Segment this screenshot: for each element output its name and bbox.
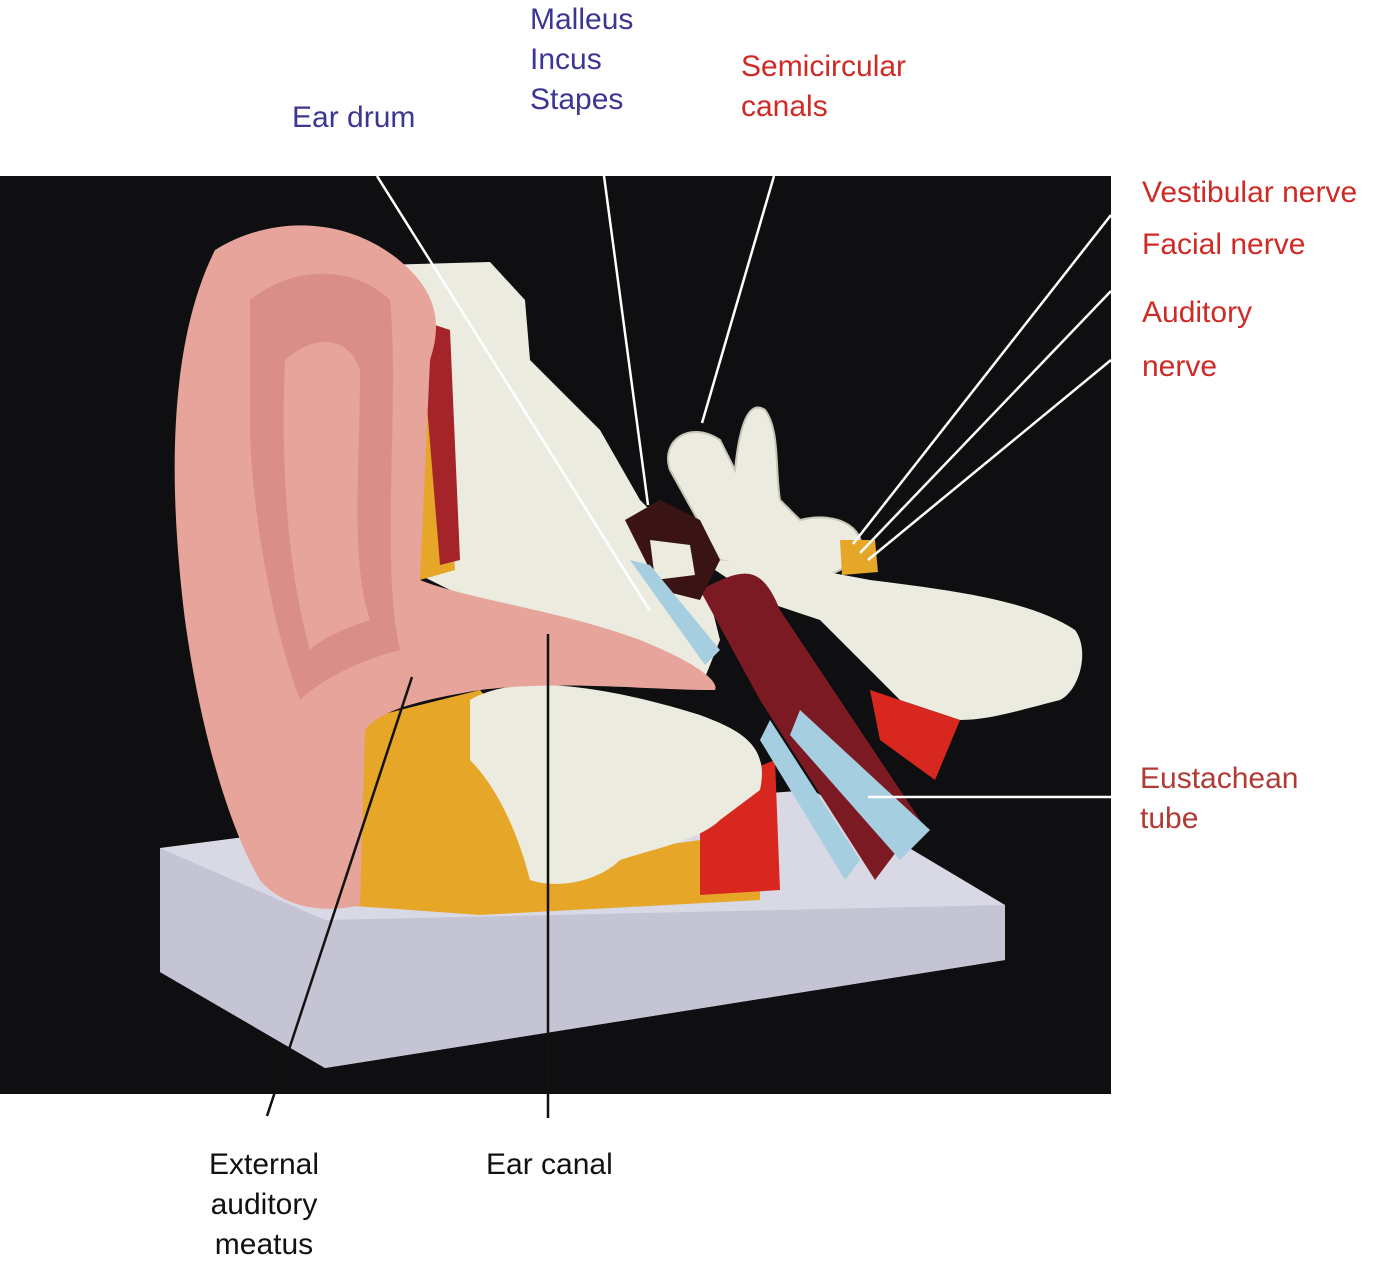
eardrum-membrane <box>630 560 720 665</box>
label-semicircular-line2: canals <box>741 90 828 123</box>
label-eustachean-line2: tube <box>1140 802 1199 835</box>
label-eustachean-line1: Eustachean <box>1140 762 1299 795</box>
label-eustachean-tube: Eustachean tube <box>1140 759 1298 839</box>
label-incus: Incus <box>530 43 602 76</box>
pointer-lines <box>265 175 1112 1118</box>
semicircular-canals <box>667 406 863 582</box>
temporal-bone-upper <box>380 262 720 690</box>
label-ear-drum: Ear drum <box>292 101 416 134</box>
nerve-bundle <box>840 540 878 575</box>
label-stapes: Stapes <box>530 83 624 116</box>
label-external-line1: External <box>208 1148 320 1181</box>
label-malleus: Malleus <box>530 3 634 36</box>
label-external-line2: auditory <box>210 1188 318 1221</box>
label-auditory-nerve: Auditory nerve <box>1142 286 1252 394</box>
label-ossicles: Malleus Incus Stapes <box>530 0 633 120</box>
temporal-bone-lower <box>470 684 762 884</box>
label-vestibular-nerve: Vestibular nerve <box>1142 176 1358 209</box>
label-facial-nerve: Facial nerve <box>1142 228 1306 261</box>
label-auditory-line2: nerve <box>1142 350 1218 383</box>
petrous-bone <box>700 560 1083 720</box>
label-auditory-line1: Auditory <box>1142 296 1253 329</box>
label-external-auditory-meatus: External auditory meatus <box>184 1145 344 1265</box>
label-semicircular-line1: Semicircular <box>741 50 907 83</box>
label-ear-canal: Ear canal <box>486 1148 613 1181</box>
fat-layer <box>340 690 760 915</box>
label-external-line3: meatus <box>214 1228 314 1261</box>
label-semicircular-canals: Semicircular canals <box>741 47 906 127</box>
